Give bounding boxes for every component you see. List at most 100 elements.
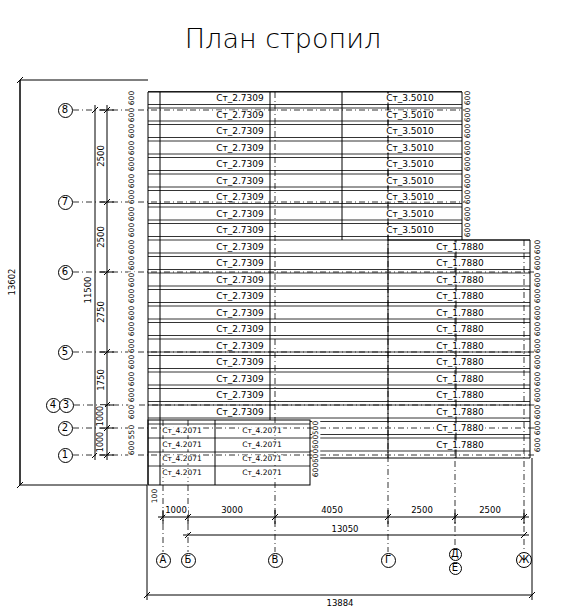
drawing-line: [148, 339, 530, 340]
rafter-mark: Ст_3.5010: [385, 127, 435, 136]
dimension: 2500: [478, 506, 502, 515]
drawing-line: [148, 137, 462, 138]
dimension: 600: [464, 189, 472, 205]
dimension: 13602: [8, 267, 17, 296]
dimension: 600: [128, 304, 136, 320]
dimension: 600: [128, 156, 136, 172]
dimension: 600: [534, 255, 542, 271]
rafter-mark: Ст_1.7880: [435, 424, 485, 433]
dimension: 600: [128, 440, 136, 456]
rafter-mark: Ст_1.7880: [435, 259, 485, 268]
rafter-mark: Ст_2.7309: [215, 374, 265, 383]
dimension: 1000: [164, 506, 188, 515]
axis-mark: А: [160, 555, 167, 565]
drawing-line: [529, 592, 535, 598]
axis-bubble: Ж: [516, 552, 532, 568]
dimension: 600: [464, 172, 472, 188]
rafter-mark: Ст_2.7309: [215, 407, 265, 416]
axis-mark: 5: [62, 347, 68, 357]
rafter-mark: Ст_1.7880: [435, 292, 485, 301]
axis-bubble: Б: [181, 553, 196, 568]
rafter-mark: Ст_1.7880: [435, 440, 485, 449]
rafter-mark: Ст_3.5010: [385, 110, 435, 119]
dimension: 600: [128, 172, 136, 188]
dimension: 600: [534, 238, 542, 254]
axis-bubble: 6: [58, 265, 73, 280]
rafter-mark: Ст_2.7309: [215, 193, 265, 202]
dimension: 3000: [220, 506, 244, 515]
dimension: 600: [128, 238, 136, 254]
drawing-line: [148, 306, 530, 307]
drawing-line: [148, 203, 462, 204]
dimension: 600: [128, 123, 136, 139]
drawing-line: [17, 482, 23, 488]
axis-mark: 2: [62, 423, 68, 433]
drawing-line: [148, 91, 462, 92]
drawing-line: [148, 108, 462, 109]
dimension: 600: [534, 271, 542, 287]
dimension: 600: [534, 387, 542, 403]
dimension: 600: [128, 271, 136, 287]
rafter-mark: Ст_3.5010: [385, 193, 435, 202]
drawing-line: [148, 355, 530, 356]
rafter-mark: Ст_1.7880: [435, 407, 485, 416]
drawing-line: [148, 141, 462, 142]
dimension: 600: [534, 288, 542, 304]
axis-mark: 8: [62, 105, 68, 115]
dimension: 4050: [320, 506, 344, 515]
dimension: 13884: [325, 599, 354, 608]
rafter-mark: Ст_3.5010: [385, 94, 435, 103]
axis-bubble: А: [156, 553, 171, 568]
axis-bubble: 3: [59, 398, 74, 413]
rafter-mark: Ст_2.7309: [215, 341, 265, 350]
drawing-line: [148, 124, 462, 125]
dimension: 600: [534, 354, 542, 370]
dimension: 600: [464, 106, 472, 122]
axis-mark: 4: [50, 400, 56, 410]
dimension: 600: [128, 90, 136, 106]
axis-bubble: Е: [449, 562, 462, 575]
dimension: 2500: [97, 225, 106, 249]
drawing-line: [148, 220, 462, 221]
axis-mark: 3: [63, 400, 69, 410]
drawing-line: [148, 207, 462, 208]
drawing-line: [148, 388, 530, 389]
dimension: 1750: [97, 368, 106, 392]
dimension: 600: [128, 403, 136, 419]
drawing-line: [148, 401, 530, 402]
dimension: 600: [312, 462, 320, 478]
drawing-line: [148, 170, 462, 171]
axis-bubble: В: [268, 553, 283, 568]
dimension: 1000: [97, 431, 105, 453]
dimension: 600: [464, 156, 472, 172]
dimension: 600: [534, 321, 542, 337]
rafter-mark: Ст_4.2071: [161, 427, 203, 435]
dimension: 1000: [97, 405, 105, 427]
dimension: 600: [464, 139, 472, 155]
axis-mark: 1: [62, 450, 68, 460]
axis-bubble: 7: [58, 195, 73, 210]
rafter-mark: Ст_2.7309: [215, 391, 265, 400]
rafter-mark: Ст_3.5010: [385, 226, 435, 235]
rafter-mark: Ст_4.2071: [241, 427, 283, 435]
rafter-mark: Ст_2.7309: [215, 325, 265, 334]
rafter-mark: Ст_2.7309: [215, 176, 265, 185]
rafter-mark: Ст_1.7880: [435, 308, 485, 317]
axis-bubble: 5: [58, 345, 73, 360]
dimension: 11500: [84, 275, 93, 304]
dimension: 600: [464, 90, 472, 106]
drawing-line: [148, 157, 462, 158]
rafter-mark: Ст_2.7309: [215, 94, 265, 103]
drawing-title: План стропил: [185, 23, 381, 54]
dimension: 600: [128, 255, 136, 271]
dimension: 600: [534, 436, 542, 452]
rafter-mark: Ст_1.7880: [435, 391, 485, 400]
drawing-line: [148, 121, 462, 122]
axis-bubble: 2: [58, 421, 73, 436]
drawing-line: [144, 592, 150, 598]
dimension: 600: [464, 123, 472, 139]
drawing-line: [148, 236, 462, 237]
drawing-line: [148, 154, 462, 155]
rafter-mark: Ст_4.2071: [241, 441, 283, 449]
